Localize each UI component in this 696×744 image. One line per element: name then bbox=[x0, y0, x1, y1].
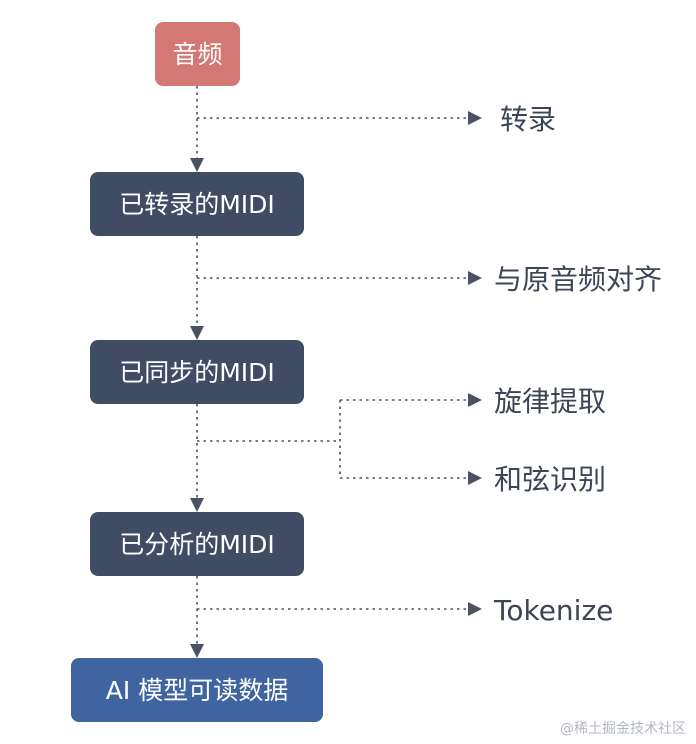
branch-label-melody-extraction: 旋律提取 bbox=[494, 385, 606, 418]
arrowhead-down-1 bbox=[190, 158, 204, 172]
branch-label-align: 与原音频对齐 bbox=[494, 263, 662, 296]
arrowhead-right-tokenize bbox=[468, 602, 482, 616]
node-transcribed-midi-label: 已转录的MIDI bbox=[119, 190, 275, 219]
node-audio-label: 音频 bbox=[172, 40, 222, 69]
node-analyzed-midi-box bbox=[90, 512, 304, 576]
branch-label-tokenize: Tokenize bbox=[493, 594, 613, 627]
vertical-connectors bbox=[190, 86, 204, 658]
node-ai-data-box bbox=[71, 658, 323, 722]
branch-connectors bbox=[197, 111, 482, 616]
branch-label-transcribe: 转录 bbox=[500, 103, 556, 136]
arrowhead-down-2 bbox=[190, 326, 204, 340]
arrowhead-right-transcribe bbox=[468, 111, 482, 125]
node-synced-midi: 已同步的MIDI bbox=[90, 340, 304, 404]
arrowhead-down-4 bbox=[190, 644, 204, 658]
node-synced-midi-label: 已同步的MIDI bbox=[119, 358, 275, 387]
arrowhead-right-chord bbox=[468, 471, 482, 485]
node-ai-data-label: AI 模型可读数据 bbox=[106, 676, 288, 705]
node-audio-box bbox=[155, 22, 240, 86]
watermark-text: @稀土掘金技术社区 bbox=[560, 721, 686, 737]
node-transcribed-midi-box bbox=[90, 172, 304, 236]
node-transcribed-midi: 已转录的MIDI bbox=[90, 172, 304, 236]
node-ai-data: AI 模型可读数据 bbox=[71, 658, 323, 722]
node-analyzed-midi-label: 已分析的MIDI bbox=[119, 530, 275, 559]
arrowhead-right-melody bbox=[468, 393, 482, 407]
arrowhead-right-align bbox=[468, 271, 482, 285]
branch-labels: 转录 与原音频对齐 旋律提取 和弦识别 Tokenize bbox=[493, 103, 662, 627]
node-analyzed-midi: 已分析的MIDI bbox=[90, 512, 304, 576]
node-audio: 音频 bbox=[155, 22, 240, 86]
node-synced-midi-box bbox=[90, 340, 304, 404]
branch-label-chord-recognition: 和弦识别 bbox=[494, 463, 606, 496]
arrowhead-down-3 bbox=[190, 498, 204, 512]
